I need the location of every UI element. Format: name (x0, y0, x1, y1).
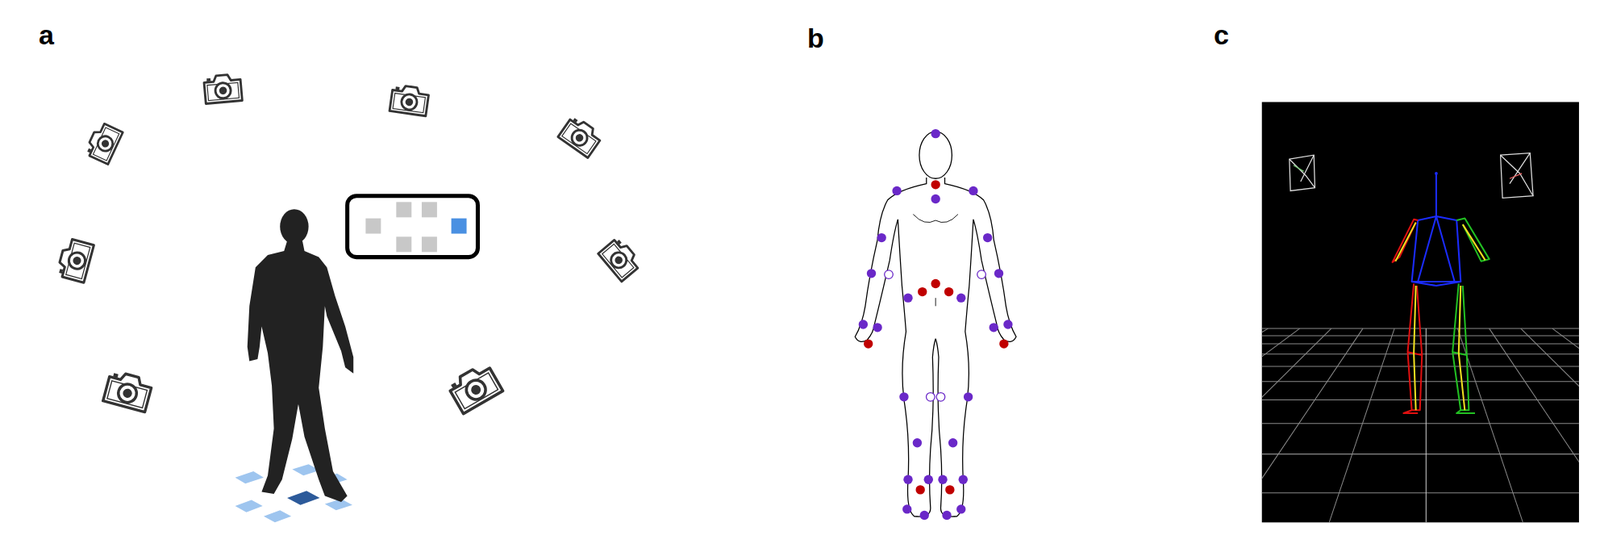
grid-line (1520, 328, 1580, 522)
body-outline (854, 131, 1017, 517)
camera-icon (558, 114, 604, 158)
camera-icon (203, 73, 242, 104)
panel-letter: a (38, 20, 55, 49)
marker-dots (858, 129, 1013, 520)
floor-grid (1262, 328, 1580, 522)
camera-icon (446, 361, 504, 413)
camera-icon (389, 83, 430, 116)
grid-line (1262, 328, 1363, 522)
grid-line (1262, 453, 1580, 455)
grid-line (1262, 491, 1580, 493)
camera-wireframe (1289, 153, 1534, 199)
display-screen (347, 195, 479, 258)
grid-line (1262, 328, 1269, 522)
viewport-background (1262, 101, 1580, 522)
camera-icon (103, 370, 154, 413)
grid-line (1425, 328, 1427, 522)
grid-line (1329, 328, 1395, 522)
grid-line (1262, 365, 1580, 367)
camera-icon (56, 237, 95, 284)
grid-line (1489, 328, 1580, 522)
grid-line (1262, 422, 1580, 424)
camera-icon (598, 236, 643, 282)
skeleton (1392, 171, 1490, 413)
grid-line (1552, 328, 1580, 522)
grid-line (1262, 328, 1332, 522)
person-silhouette (247, 208, 354, 502)
panel-letter: c (1213, 20, 1230, 49)
grid-line (1262, 328, 1300, 522)
camera-icon (84, 120, 124, 164)
panel-letter: b (807, 24, 825, 52)
